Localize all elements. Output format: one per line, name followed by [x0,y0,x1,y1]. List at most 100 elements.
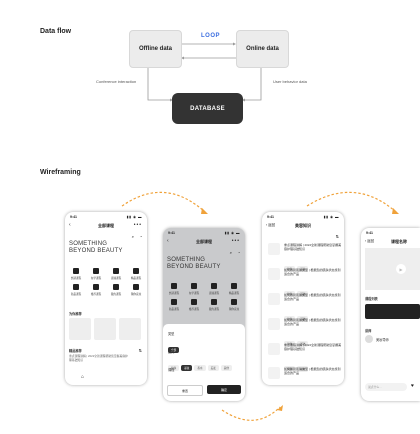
category-item[interactable]: 热销课程 [66,268,86,280]
comment-input[interactable]: 说点什么… [365,383,407,391]
list-item[interactable]: 如何辨别肌肤类型 | 根据您的肌肤状态找到适合的产品 护肤基础 [268,318,343,347]
more-icon[interactable]: ••• [133,222,142,228]
featured-item-text[interactable]: 重点课程讲解 | 2022全新课程帮助您掌握美容护理基础知识 [69,354,128,362]
category-icon [171,299,177,305]
list-item[interactable]: 重点课程讲解 | 2022全新课程帮助您掌握美容护理基础知识 护肤彩妆 [268,243,343,272]
item-title: 如何辨别肌肤类型 | 根据您的肌肤状态找到适合的产品 [284,367,341,375]
category-grid: 热销课程 在学课程 直播课程 精品课程 新品课程 推荐课程 我的课程 猜你喜欢 [164,283,244,311]
course-list-label: 课程列表 [365,297,378,301]
tag-chip: 护肤 [284,341,296,347]
filter-chip[interactable]: 护肤 [168,365,180,371]
item-thumbnail [268,293,280,305]
bell-icon[interactable]: ◔ [237,250,240,255]
phone-detail: 9:41 ‹ 返回 课程名称 ▶ 课程列表 讲师 美妆导师 说点什么… ♥ [361,228,420,401]
status-icons: ▮▮ ◉ ▬ [126,215,142,219]
more-icon[interactable]: ••• [231,238,240,244]
item-title: 重点课程讲解 | 2022全新课程帮助您掌握美容护理基础知识 [284,343,342,351]
offline-to-db-line [147,66,170,101]
category-item[interactable]: 精品课程 [224,283,244,295]
play-icon[interactable]: ▶ [396,264,406,274]
heart-icon[interactable]: ♥ [411,383,414,389]
offline-to-db-arrowhead [170,98,173,102]
category-icon [133,284,139,290]
filter-chip[interactable]: 香水 [194,365,206,371]
slogan-line-1: SOMETHING [167,257,206,263]
filter-chip[interactable]: 美发 [207,365,219,371]
category-item[interactable]: 直播课程 [106,268,126,280]
tag-chip: 彩妆 [297,266,309,272]
category-label: 精品课程 [130,277,142,280]
status-icons: ▮▮ ◉ ▬ [224,231,240,235]
page-title: 课程名称 [391,239,407,244]
course-list-card[interactable] [365,304,420,319]
search-icon[interactable]: ⌕ [131,234,134,239]
flow-arc-1 [121,191,206,213]
item-thumbnail [268,318,280,330]
item-tags: 护肤基础 [284,332,310,350]
filter-category-options: 护肤彩妆香水美发其他 [168,356,234,374]
tag-chip: 彩妆 [297,366,309,372]
category-item[interactable]: 推荐课程 [184,299,204,311]
item-title: 如何辨别肌肤类型 | 根据您的肌肤状态找到适合的产品 [284,268,341,276]
item-title: 如何辨别肌肤类型 | 根据您的肌肤状态找到适合的产品 [284,318,341,326]
slogan: SOMETHING BEYOND BEAUTY [69,241,123,255]
category-item[interactable]: 新品课程 [66,284,86,296]
database-box: DATABASE [172,93,243,124]
category-item[interactable]: 直播课程 [204,283,224,295]
recommend-card[interactable] [94,318,116,340]
online-data-box: Online data [236,30,289,68]
category-label: 热销课程 [70,277,82,280]
conference-interaction-label: Conference interaction [96,79,137,84]
sort-icon[interactable]: ⇅ [138,348,142,353]
dataflow-title: Data flow [40,28,72,35]
home-tab-icon[interactable]: ⌂ [81,374,85,380]
item-tags: 护肤彩妆 [284,257,310,275]
category-icon [211,299,217,305]
category-icon [231,299,237,305]
category-label: 推荐课程 [188,308,200,311]
flow-arrowhead-2 [277,405,283,411]
recommend-card[interactable] [119,318,141,340]
category-item[interactable]: 在学课程 [86,268,106,280]
category-item[interactable]: 精品课程 [126,268,146,280]
video-player[interactable]: ▶ [365,248,420,290]
list-item[interactable]: 如何辨别肌肤类型 | 根据您的肌肤状态找到适合的产品 [268,367,343,383]
filter-chip[interactable]: 彩妆 [181,365,193,371]
filter-chip-selected[interactable]: 全部 [168,347,180,353]
list-item[interactable]: 如何辨别肌肤类型 | 根据您的肌肤状态找到适合的产品 护肤基础 [268,268,343,297]
list-item[interactable]: 如何辨别肌肤类型 | 根据您的肌肤状态找到适合的产品 护肤基础 [268,293,343,322]
category-icon [211,283,217,289]
tag-chip: 基础 [297,341,309,347]
bell-icon[interactable]: ◔ [139,234,142,239]
status-icons: ▮▮ ◉ ▬ [323,215,339,219]
item-thumbnail [268,367,280,379]
category-icon [133,268,139,274]
filter-chip[interactable]: 其他 [220,365,232,371]
category-item[interactable]: 热销课程 [164,283,184,295]
back-icon[interactable]: ‹ [167,238,169,244]
phone-home: 9:41 ▮▮ ◉ ▬ ‹ 全部课程 ••• ⌕ ◔ SOMETHING BEY… [65,212,147,385]
back-button[interactable]: ‹ 返回 [365,239,375,243]
category-label: 精品课程 [228,292,240,295]
filter-icon[interactable]: ⇅ [335,234,339,239]
category-item[interactable]: 猜你喜欢 [224,299,244,311]
category-item[interactable]: 我的课程 [204,299,224,311]
category-item[interactable]: 新品课程 [164,299,184,311]
back-icon[interactable]: ‹ [69,222,71,228]
recommend-card[interactable] [69,318,91,340]
category-item[interactable]: 我的课程 [106,284,126,296]
slogan-line-1: SOMETHING [69,241,108,247]
search-icon[interactable]: ⌕ [229,250,232,255]
category-item[interactable]: 猜你喜欢 [126,284,146,296]
back-button[interactable]: ‹ 返回 [266,223,276,227]
item-thumbnail [268,243,280,255]
category-item[interactable]: 推荐课程 [86,284,106,296]
confirm-button[interactable]: 确定 [207,385,241,394]
category-grid: 热销课程 在学课程 直播课程 精品课程 新品课程 推荐课程 我的课程 猜你喜欢 [66,268,146,296]
reset-button[interactable]: 重置 [167,385,203,396]
item-thumbnail [268,268,280,280]
user-behavior-label: User behavior data [273,79,307,84]
category-item[interactable]: 在学课程 [184,283,204,295]
list-item[interactable]: 重点课程讲解 | 2022全新课程帮助您掌握美容护理基础知识 护肤彩妆 [268,343,343,372]
section-featured-title: 精品推荐 [69,349,82,353]
